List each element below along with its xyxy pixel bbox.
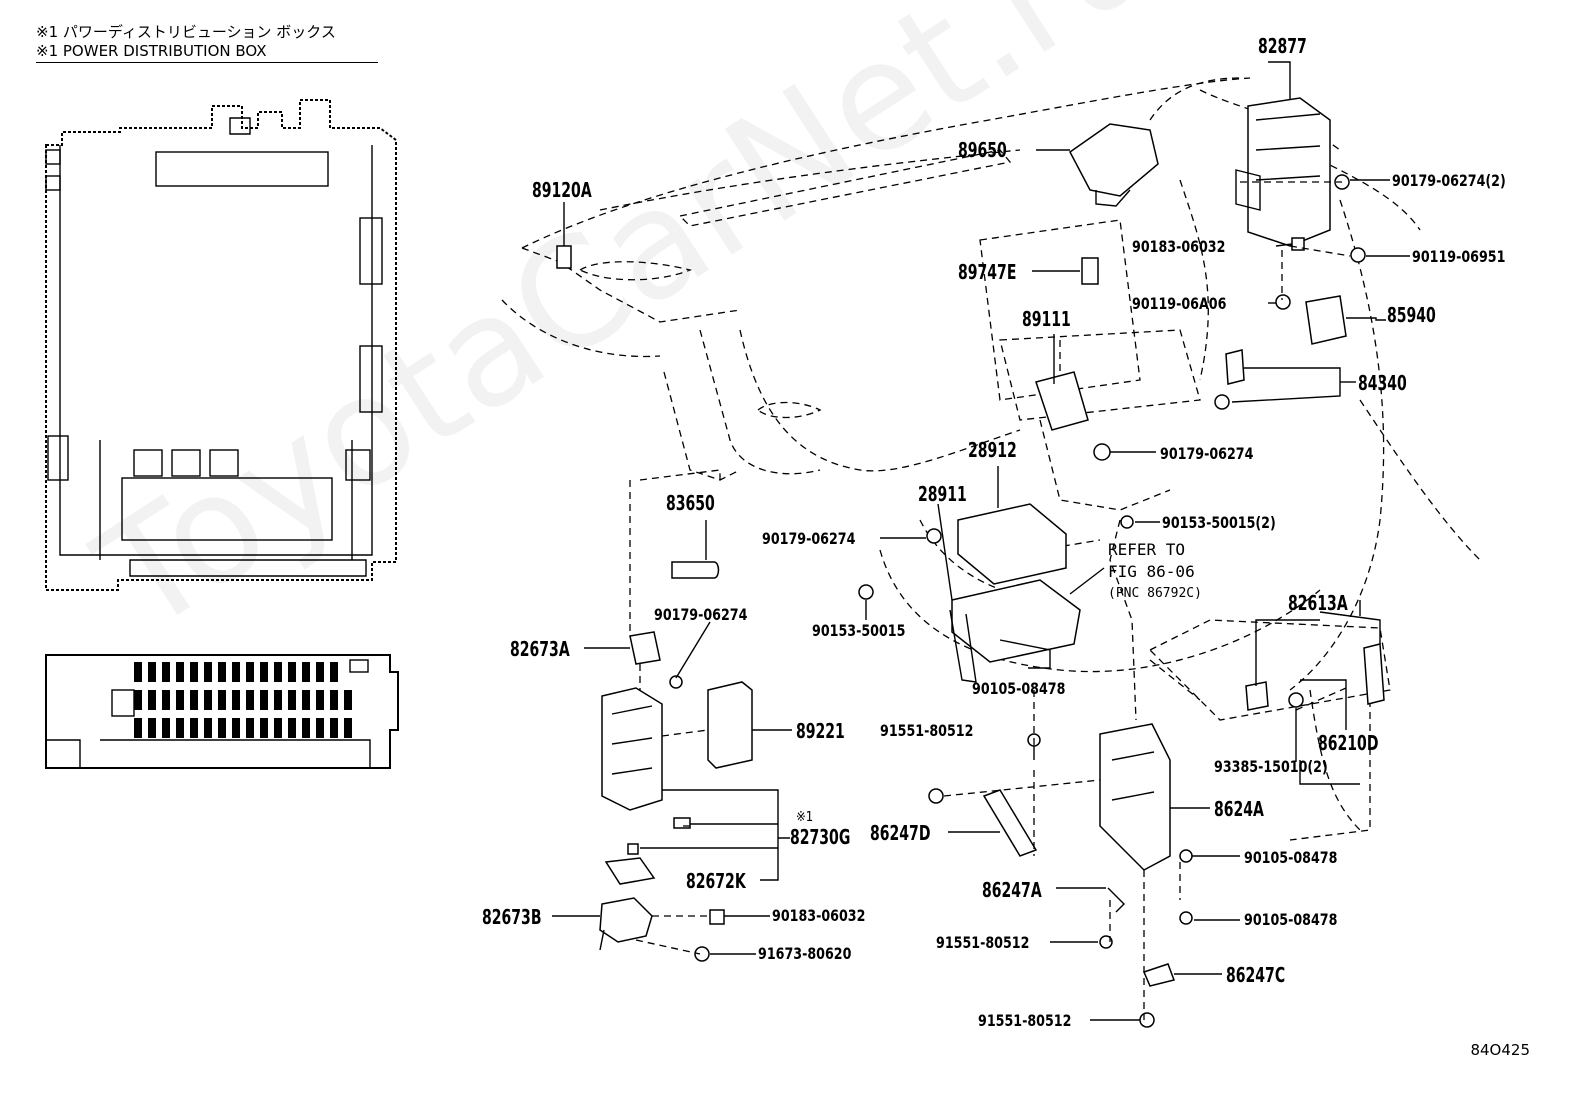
- callout-89747E: 89747E: [958, 260, 1017, 284]
- part-83650-tube: [671, 561, 720, 579]
- part-82730G-clips: [627, 817, 691, 855]
- part-82613A-bracket: [1245, 643, 1385, 711]
- refer-note-line1: REFER TO: [1108, 540, 1186, 559]
- callout-83650: 83650: [666, 491, 715, 515]
- part-82673B-bracket: [599, 897, 653, 951]
- part-86247A-clip: [1107, 887, 1125, 913]
- callout-85940: 85940: [1387, 303, 1436, 327]
- part-89120A-clip: [556, 245, 572, 269]
- callout-91551-80512-c: 91551-80512: [978, 1011, 1072, 1030]
- callout-90179-06274-low: 90179-06274: [654, 605, 748, 624]
- part-82673A-bracket: [629, 631, 661, 665]
- part-90183-06032-nut: [709, 909, 725, 925]
- refer-note-line2: FIG 86-06: [1108, 562, 1195, 581]
- callout-90153-50015: 90153-50015: [812, 621, 906, 640]
- callout-84340: 84340: [1358, 371, 1407, 395]
- callout-28912: 28912: [968, 438, 1017, 462]
- callout-82730G: 82730G: [790, 825, 851, 849]
- part-85940-relay: [1305, 295, 1347, 345]
- note-title-japanese: ※1 パワーディストリビューション ボックス: [36, 23, 336, 41]
- part-89221-module: [707, 681, 753, 769]
- callout-86247A: 86247A: [982, 878, 1042, 902]
- callout-90105-08478-c: 90105-08478: [1244, 910, 1338, 929]
- part-89747E-sensor: [1081, 257, 1099, 285]
- callout-89120A: 89120A: [532, 178, 592, 202]
- part-28911-bracket: [949, 579, 1081, 683]
- refer-note-line3: (PNC 86792C): [1108, 586, 1202, 601]
- part-28912-ecu: [957, 503, 1067, 585]
- callout-91551-80512-a: 91551-80512: [880, 721, 974, 740]
- callout-93385-15010-2: 93385-15010(2): [1214, 757, 1328, 776]
- callout-86210D: 86210D: [1318, 731, 1379, 755]
- callout-82673B: 82673B: [482, 905, 542, 929]
- callout-90179-06274-mid: 90179-06274: [1160, 444, 1254, 463]
- callout-91551-80512-b: 91551-80512: [936, 933, 1030, 952]
- callout-28911: 28911: [918, 482, 967, 506]
- part-89111-receiver: [1035, 371, 1089, 431]
- part-91673-80620-bolt: [694, 946, 710, 962]
- callout-90153-50015-2: 90153-50015(2): [1162, 513, 1276, 532]
- leader-lines: [552, 61, 1410, 1021]
- callout-86247D: 86247D: [870, 821, 931, 845]
- callout-90179-06274-2: 90179-06274(2): [1392, 171, 1506, 190]
- note-title-english: ※1 POWER DISTRIBUTION BOX: [36, 42, 267, 60]
- diagram-code: 84O425: [1470, 1041, 1530, 1059]
- power-distribution-box-top-view: [45, 99, 397, 591]
- assembly-lines: [629, 181, 1351, 1020]
- callout-86247C: 86247C: [1226, 963, 1286, 987]
- callout-90119-06951: 90119-06951: [1412, 247, 1506, 266]
- callout-90105-08478-b: 90105-08478: [1244, 848, 1338, 867]
- callout-mark-1: ※1: [796, 810, 814, 825]
- callout-89111: 89111: [1022, 307, 1071, 331]
- callout-8624A: 8624A: [1214, 797, 1264, 821]
- callout-90119-06A06: 90119-06A06: [1132, 294, 1227, 313]
- note-underline: [36, 62, 378, 63]
- callout-82613A: 82613A: [1288, 591, 1348, 615]
- part-82672K-cover: [604, 857, 656, 885]
- part-84340-switch: [1214, 349, 1245, 410]
- callout-82672K: 82672K: [686, 869, 746, 893]
- power-distribution-box-side-view: [45, 654, 399, 769]
- callout-90183-06032-top: 90183-06032: [1132, 237, 1226, 256]
- part-junction-block: [601, 687, 663, 811]
- callout-90105-08478-a: 90105-08478: [972, 679, 1066, 698]
- callout-89221: 89221: [796, 719, 845, 743]
- part-86247C-bracket: [1142, 963, 1175, 987]
- callout-82877: 82877: [1258, 34, 1307, 58]
- part-86247D-bracket: [982, 789, 1038, 857]
- part-8624A-amplifier: [1099, 723, 1171, 871]
- callout-91673-80620: 91673-80620: [758, 944, 852, 963]
- callout-90183-06032-low: 90183-06032: [772, 906, 866, 925]
- instrument-panel-outline: [501, 77, 1481, 841]
- callout-89650: 89650: [958, 138, 1007, 162]
- callout-82673A: 82673A: [510, 637, 570, 661]
- part-89650-sensor: [1069, 123, 1159, 207]
- callout-90179-06274-left: 90179-06274: [762, 529, 856, 548]
- part-82877-bracket: [1235, 97, 1331, 247]
